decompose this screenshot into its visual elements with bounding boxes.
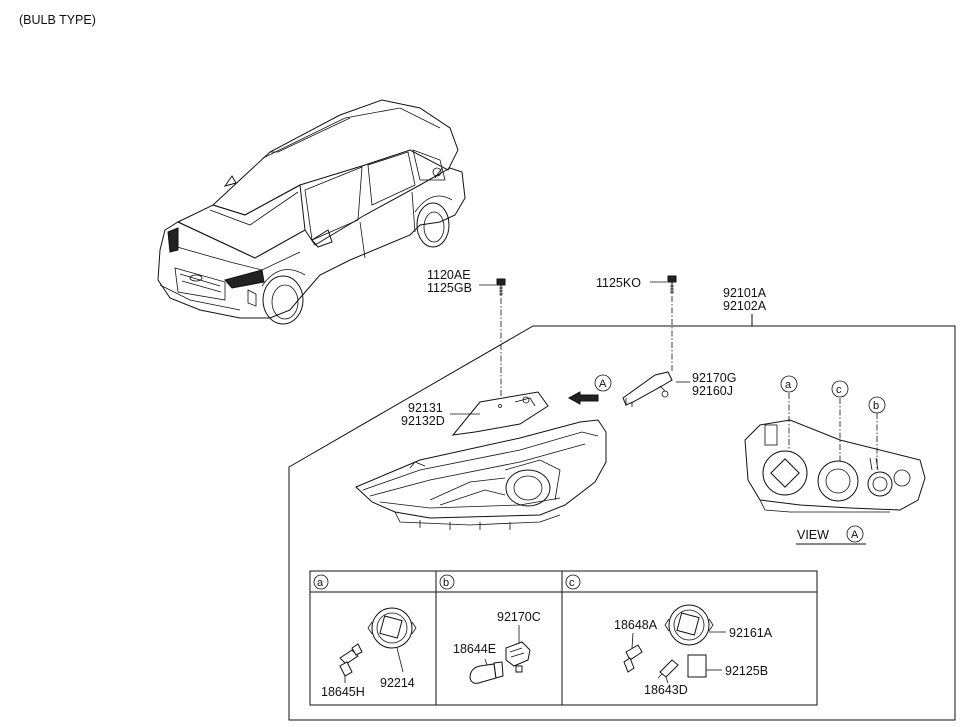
- bulb-18645H: [339, 643, 363, 683]
- part-label-92170C: 92170C: [497, 610, 541, 624]
- assembly-frame: [288, 325, 956, 721]
- part-label-1120AE: 1120AE: [427, 268, 471, 282]
- table-callout-c: c: [569, 577, 575, 589]
- callout-circle-c: [831, 380, 849, 398]
- callout-circle-a: [780, 375, 798, 393]
- part-label-92101A: 92101A: [723, 286, 767, 300]
- part-label-92170G: 92170G: [692, 371, 736, 385]
- part-label-18645H: 18645H: [321, 685, 365, 699]
- view-ref: A: [851, 529, 859, 541]
- table-callout-circle-a: [313, 574, 329, 590]
- part-label-92102A: 92102A: [723, 299, 767, 313]
- socket-cap-92214: [367, 607, 417, 673]
- view-a-headlamp-rear: [744, 393, 926, 513]
- bulb-18644E: [469, 661, 504, 684]
- detail-table: [309, 570, 818, 706]
- view-ref-circle: [846, 525, 864, 543]
- callout-b: b: [873, 400, 879, 412]
- part-label-92160J: 92160J: [692, 384, 733, 398]
- part-label-1125KO: 1125KO: [596, 276, 641, 290]
- cover-92131: [450, 391, 549, 436]
- table-callout-a: a: [317, 577, 324, 589]
- table-callout-circle-b: [439, 574, 455, 590]
- table-callout-circle-c: [565, 574, 581, 590]
- vehicle-illustration: [157, 99, 466, 325]
- bracket-92170G: [622, 371, 690, 407]
- table-callout-b: b: [443, 577, 449, 589]
- headlamp-assembly: [355, 419, 607, 530]
- bolt-1120AE: [479, 278, 506, 400]
- callout-circle-b: [868, 396, 886, 414]
- bulb-18643D: [657, 659, 679, 684]
- part-label-18644E: 18644E: [453, 642, 496, 656]
- part-label-92125B: 92125B: [725, 664, 768, 678]
- socket-92170C: [505, 641, 531, 673]
- part-label-92161A: 92161A: [729, 626, 773, 640]
- part-label-92131: 92131: [408, 401, 443, 415]
- callout-c: c: [836, 384, 842, 396]
- part-label-92214: 92214: [380, 676, 415, 690]
- bulb-18648A: [623, 644, 643, 673]
- part-label-1125GB: 1125GB: [427, 281, 472, 295]
- view-label: VIEW: [797, 528, 829, 542]
- view-arrow: A: [567, 374, 612, 405]
- socket-cap-92161A: [664, 604, 726, 646]
- part-label-18648A: 18648A: [614, 618, 658, 632]
- part-label-18643D: 18643D: [644, 683, 688, 697]
- bolt-1125KO: [650, 275, 677, 372]
- gasket-92125B: [687, 654, 722, 678]
- diagram-title: (BULB TYPE): [19, 13, 96, 27]
- callout-A: A: [599, 378, 607, 390]
- callout-a: a: [785, 379, 792, 391]
- part-label-92132D: 92132D: [401, 414, 445, 428]
